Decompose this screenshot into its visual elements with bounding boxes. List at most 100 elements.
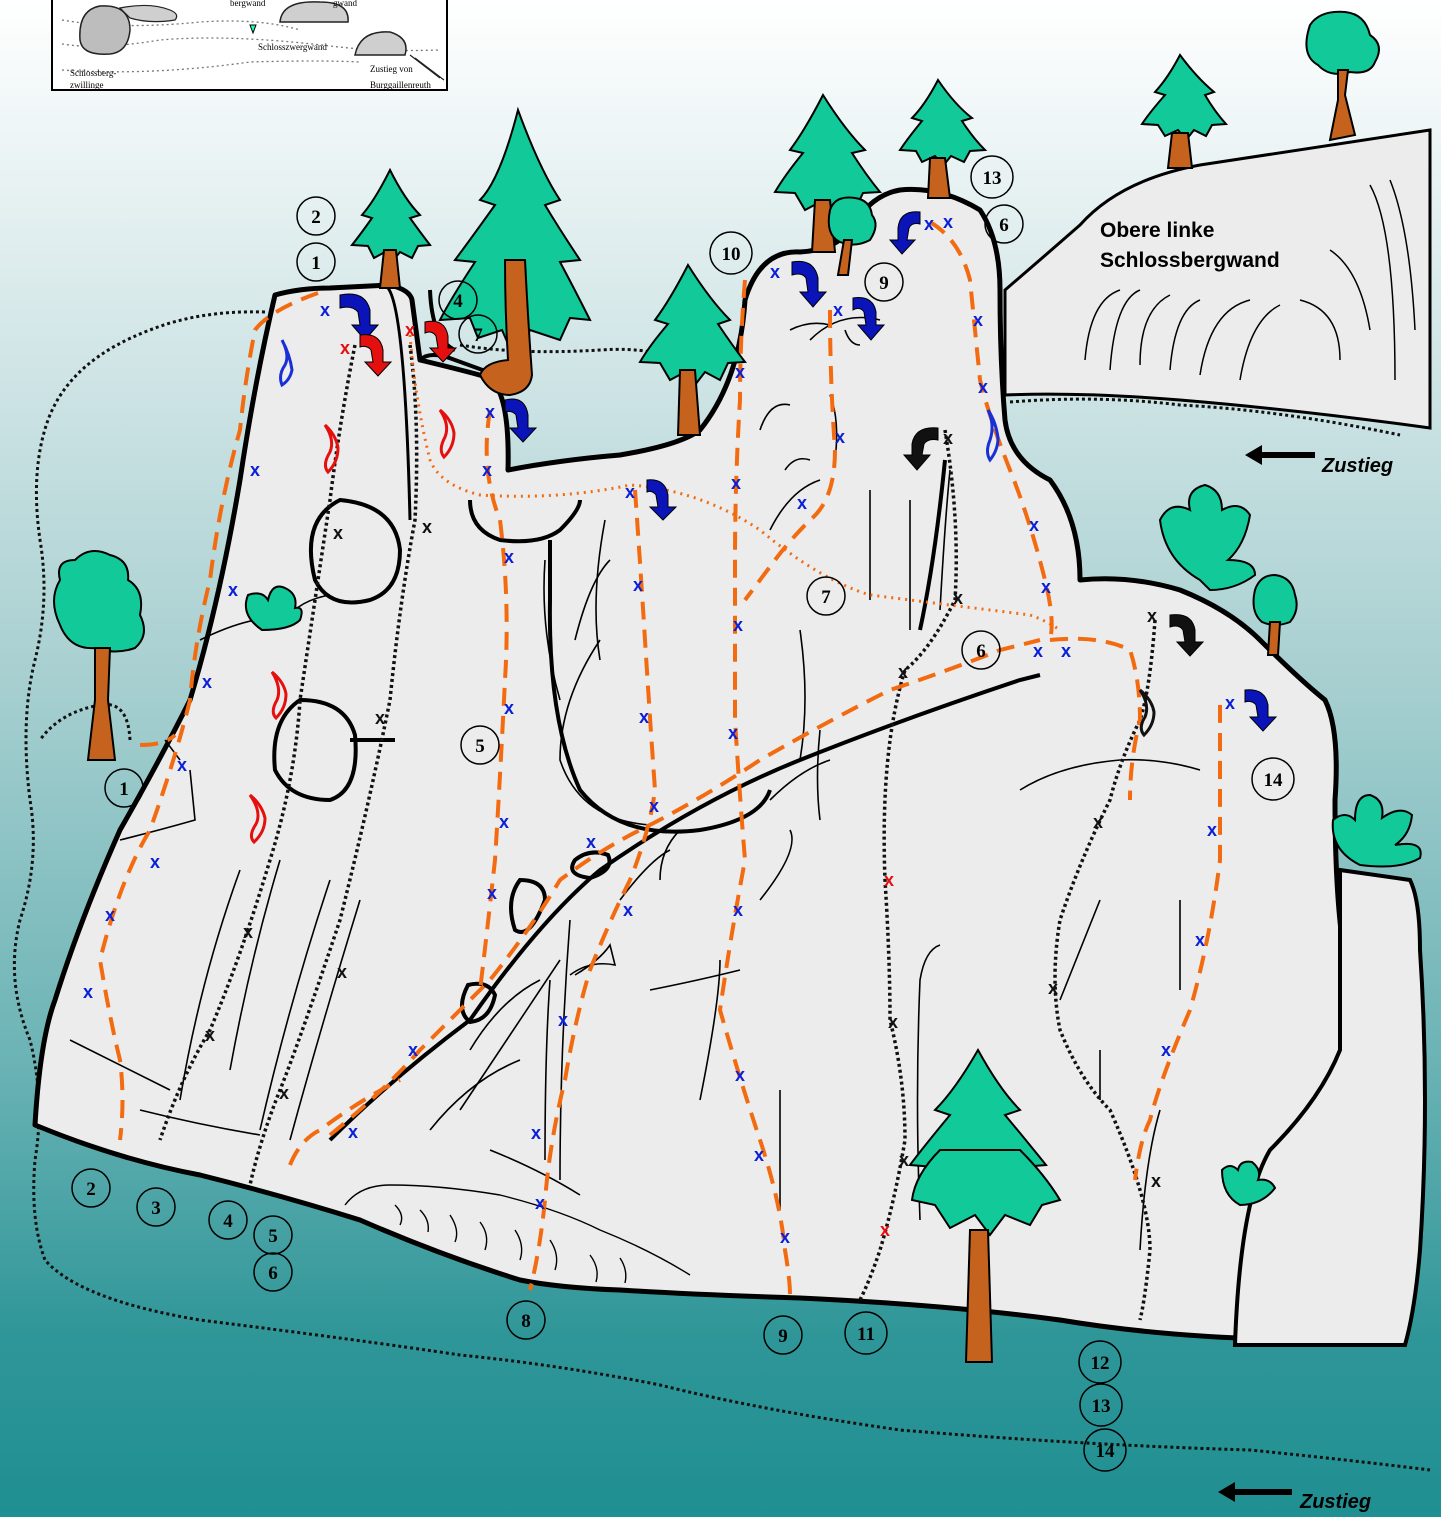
bolt-mark: x <box>1048 978 1058 998</box>
approach-label-upper: Zustieg <box>1321 455 1393 477</box>
route-number-text: 5 <box>475 736 485 757</box>
bolt-mark: x <box>623 900 633 920</box>
bolt-mark: x <box>228 580 238 600</box>
bolt-mark: x <box>797 493 807 513</box>
bolt-mark: x <box>978 377 988 397</box>
route-number-1: 1 <box>105 769 143 807</box>
bolt-mark: x <box>333 523 343 543</box>
route-number-text: 14 <box>1264 770 1284 791</box>
route-number-text: 12 <box>1091 1353 1110 1374</box>
bolt-mark: x <box>639 707 649 727</box>
inset-label-schlossberg: Schlossberg- <box>70 68 116 78</box>
bolt-mark: x <box>1207 820 1217 840</box>
bolt-mark: x <box>243 922 253 942</box>
route-number-text: 3 <box>151 1198 161 1219</box>
bolt-mark: x <box>250 460 260 480</box>
bolt-mark: x <box>625 482 635 502</box>
tree-fir-5 <box>1142 55 1226 168</box>
bolt-mark: x <box>735 1065 745 1085</box>
route-number-text: 2 <box>311 207 321 228</box>
route-number-4: 4 <box>209 1201 247 1239</box>
route-number-11: 11 <box>845 1312 887 1354</box>
route-number-text: 7 <box>473 325 483 346</box>
bolt-mark: x <box>375 708 385 728</box>
bolt-mark: x <box>504 698 514 718</box>
bolt-mark: x <box>943 428 953 448</box>
bolt-mark: x <box>340 338 350 358</box>
bolt-mark: x <box>320 300 330 320</box>
route-number-2: 2 <box>72 1169 110 1207</box>
approach-label-lower: Zustieg <box>1299 1491 1371 1513</box>
bolt-mark: x <box>279 1083 289 1103</box>
route-number-1: 1 <box>297 243 335 281</box>
bolt-mark: x <box>973 310 983 330</box>
approach-arrow-upper: Zustieg <box>1245 445 1393 477</box>
bolt-mark: x <box>943 212 953 232</box>
route-number-5: 5 <box>254 1216 292 1254</box>
route-number-10: 10 <box>710 232 752 274</box>
bolt-mark: x <box>735 362 745 382</box>
route-number-text: 5 <box>268 1226 278 1247</box>
inset-label-bergwand: bergwand <box>230 0 266 8</box>
bolt-mark: x <box>105 905 115 925</box>
route-number-text: 13 <box>983 168 1002 189</box>
bolt-mark: x <box>205 1025 215 1045</box>
bolt-mark: x <box>1147 606 1157 626</box>
bolt-mark: x <box>731 473 741 493</box>
bolt-mark: x <box>898 662 908 682</box>
route-number-2: 2 <box>297 197 335 235</box>
route-number-text: 1 <box>119 779 129 800</box>
bolt-mark: x <box>1225 693 1235 713</box>
bolt-mark: x <box>880 1220 890 1240</box>
route-number-text: 6 <box>976 641 986 662</box>
bolt-mark: x <box>485 402 495 422</box>
bolt-mark: x <box>633 575 643 595</box>
route-number-9: 9 <box>764 1316 802 1354</box>
tree-tall-center <box>440 110 590 395</box>
bolt-mark: x <box>835 427 845 447</box>
bolt-mark: x <box>337 962 347 982</box>
bolt-mark: x <box>586 832 596 852</box>
tree-deciduous-left <box>54 551 144 760</box>
route-number-text: 9 <box>778 1326 788 1347</box>
bolt-mark: x <box>884 870 894 890</box>
approach-arrow-lower: Zustieg <box>1218 1482 1371 1513</box>
route-number-text: 4 <box>223 1211 233 1232</box>
tree-deciduous-top-right <box>1306 12 1379 140</box>
bolt-mark: x <box>422 517 432 537</box>
bolt-mark: x <box>499 812 509 832</box>
bolt-mark: x <box>733 900 743 920</box>
bolt-mark: x <box>487 883 497 903</box>
wall-label-line1: Obere linke <box>1100 219 1214 242</box>
route-number-6: 6 <box>985 205 1023 243</box>
route-number-13: 13 <box>1080 1384 1122 1426</box>
bolt-mark: x <box>558 1010 568 1030</box>
bolt-mark: x <box>83 982 93 1002</box>
bolt-mark: x <box>1093 812 1103 832</box>
route-number-text: 13 <box>1092 1396 1111 1417</box>
bolt-mark: x <box>888 1012 898 1032</box>
bolt-mark: x <box>1161 1040 1171 1060</box>
bolt-mark: x <box>405 320 415 340</box>
route-number-8: 8 <box>507 1301 545 1339</box>
route-number-13: 13 <box>971 156 1013 198</box>
bolt-mark: x <box>1061 641 1071 661</box>
route-number-3: 3 <box>137 1188 175 1226</box>
tree-fir-4 <box>900 80 985 198</box>
shrub-fan-3 <box>246 587 302 631</box>
bolt-mark: x <box>177 755 187 775</box>
inset-label-schlosszwergwand: Schlosszwergwand <box>258 42 327 52</box>
bolt-mark: x <box>482 460 492 480</box>
bolt-mark: x <box>535 1193 545 1213</box>
upper-left-wall: Obere linke Schlossbergwand <box>1005 130 1430 428</box>
bolt-mark: x <box>770 262 780 282</box>
bolt-mark: x <box>1033 641 1043 661</box>
route-number-text: 14 <box>1096 1441 1116 1462</box>
bolt-mark: x <box>780 1227 790 1247</box>
route-number-12: 12 <box>1079 1341 1121 1383</box>
route-number-14: 14 <box>1084 1429 1126 1471</box>
inset-label-zwillinge: zwillinge <box>70 80 104 90</box>
bolt-mark: x <box>1029 515 1039 535</box>
route-number-text: 11 <box>857 1324 875 1345</box>
